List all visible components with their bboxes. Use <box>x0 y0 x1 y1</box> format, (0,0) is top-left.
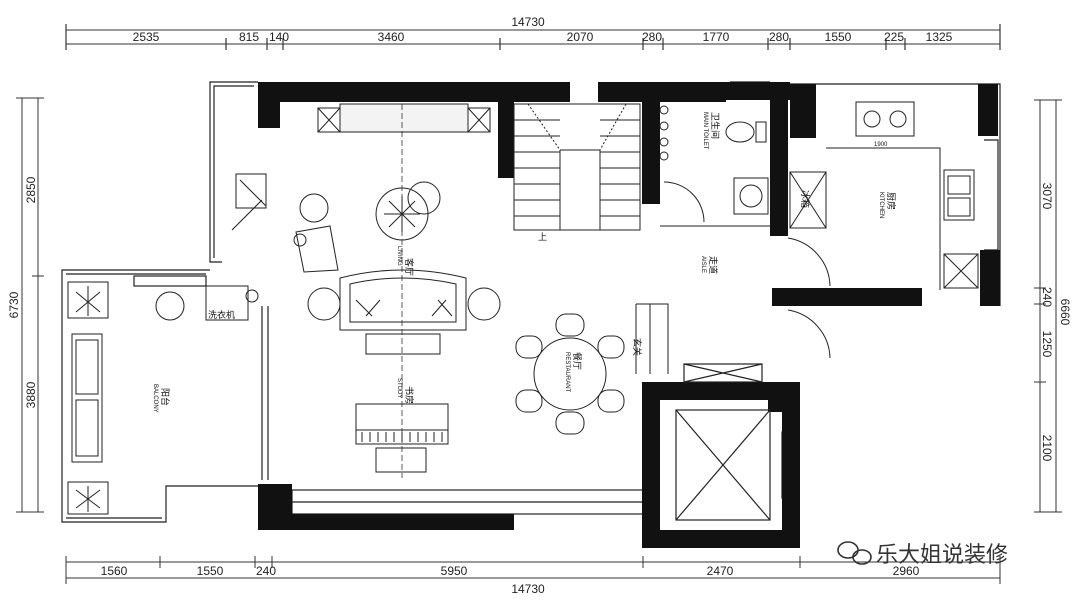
stair-up-label: 上 <box>538 232 547 243</box>
living-label-cn: 客厅 <box>403 258 415 276</box>
watermark: 乐大姐说装修 <box>837 541 1008 568</box>
living-label-en: LIVING <box>396 246 402 266</box>
staircase <box>513 103 641 231</box>
armchairs <box>293 193 339 273</box>
left-dim-2: 3880 <box>24 381 38 408</box>
counter-dim: 1900 <box>874 142 888 148</box>
toilet-label-cn: 卫生间 <box>709 112 721 139</box>
balcony-fixtures <box>67 173 267 515</box>
toilet-label-en: MAIN TOILET <box>702 112 708 150</box>
right-dim-2: 240 <box>1040 287 1054 307</box>
right-total-dim: 6660 <box>1058 299 1072 326</box>
top-dim-2: 815 <box>239 30 259 44</box>
bottom-dim-5: 2470 <box>707 564 734 578</box>
dining-table <box>515 303 669 435</box>
wechat-icon <box>837 541 872 565</box>
tv-cabinet <box>317 103 491 133</box>
sofa <box>307 269 501 355</box>
kitchen-label-cn: 厨房 <box>885 192 897 210</box>
top-dim-7: 1770 <box>703 30 730 44</box>
kitchen-fixtures <box>787 101 979 359</box>
bottom-segment-labels: 1560 1550 240 5950 2470 2960 <box>101 564 920 578</box>
bottom-total-dim: 14730 <box>511 582 545 596</box>
structural-walls <box>258 82 1000 548</box>
top-dim-1: 2535 <box>133 30 160 44</box>
fridge-label: 冰箱 <box>799 190 811 208</box>
bottom-dim-4: 5950 <box>441 564 468 578</box>
balcony-label-cn: 阳台 <box>159 388 171 406</box>
balcony-label-en: BALCONY <box>152 384 158 413</box>
top-dim-3: 140 <box>269 30 289 44</box>
top-dimension-chain <box>65 24 1001 50</box>
right-dim-1: 3070 <box>1040 183 1054 210</box>
restaurant-label-en: RESTAURANT <box>564 352 570 393</box>
coffee-table-plant <box>375 181 441 241</box>
top-dim-10: 225 <box>884 30 904 44</box>
top-dim-11: 1325 <box>926 30 953 44</box>
right-dimension-chain <box>1034 99 1062 513</box>
top-dim-9: 1550 <box>825 30 852 44</box>
bottom-dim-3: 240 <box>256 564 276 578</box>
bottom-dim-6: 2960 <box>893 564 920 578</box>
washer-label: 洗衣机 <box>208 309 235 321</box>
right-dim-4: 2100 <box>1040 435 1054 462</box>
toilet-fixtures <box>659 105 770 227</box>
bottom-dimension-chain <box>65 556 1001 584</box>
entry-label-cn: 玄关 <box>631 338 643 356</box>
piano <box>355 403 449 473</box>
left-total-dim: 6730 <box>7 291 21 318</box>
top-segment-labels: 2535 815 140 3460 2070 280 1770 280 1550… <box>133 30 953 44</box>
left-dimension-chain <box>16 97 44 513</box>
top-dim-6: 280 <box>642 30 662 44</box>
top-dim-5: 2070 <box>567 30 594 44</box>
watermark-text: 乐大姐说装修 <box>876 543 1008 568</box>
bottom-dim-1: 1560 <box>101 564 128 578</box>
top-dim-8: 280 <box>769 30 789 44</box>
study-label-en: STUDY <box>396 378 402 398</box>
right-dim-3: 1250 <box>1040 331 1054 358</box>
kitchen-label-en: KITCHEN <box>878 192 884 218</box>
aisle-label-cn: 走道 <box>707 256 719 274</box>
bottom-dim-2: 1550 <box>197 564 224 578</box>
study-label-cn: 书房 <box>403 386 415 404</box>
restaurant-label-cn: 餐厅 <box>571 352 583 370</box>
aisle-label-en: AISLE <box>700 256 706 273</box>
top-dim-4: 3460 <box>378 30 405 44</box>
left-dim-1: 2850 <box>24 176 38 203</box>
elevator-shaft <box>675 363 771 521</box>
top-total-dim: 14730 <box>511 15 545 29</box>
